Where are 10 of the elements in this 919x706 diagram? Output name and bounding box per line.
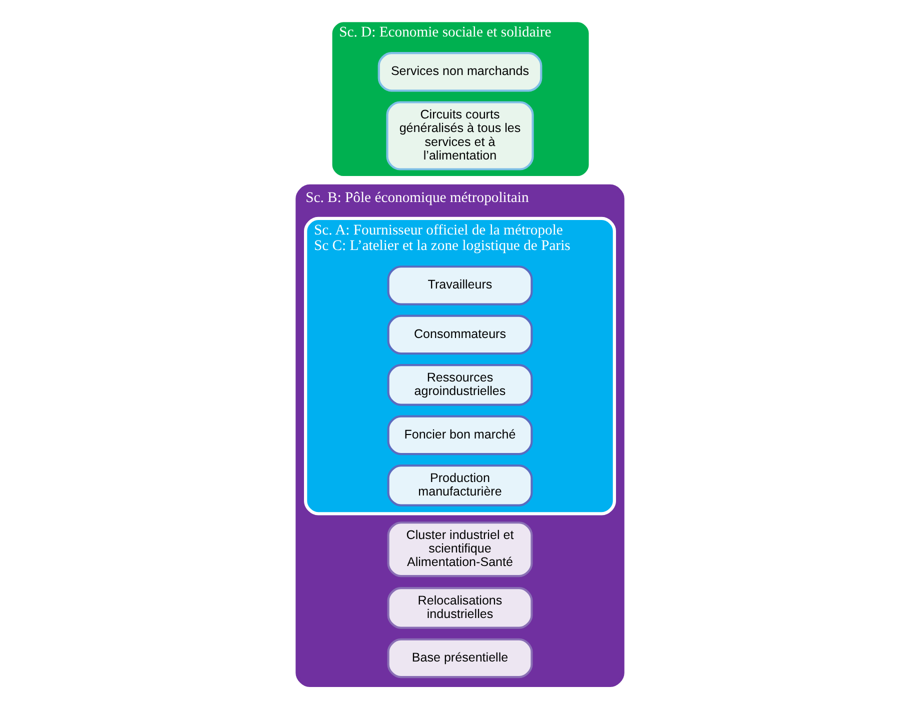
node-box: Travailleurs	[386, 266, 532, 306]
node-box: Consommateurs	[386, 314, 532, 355]
node-box: Base présentielle	[386, 638, 532, 678]
node-box: Relocalisations industrielles	[386, 587, 532, 629]
node-box: Services non marchands	[377, 52, 542, 92]
node-box: Ressources agroindustrielles	[386, 364, 532, 406]
node-box: Foncier bon marché	[386, 415, 532, 456]
node-box: Circuits courts généralisés à tous les services et à l’alimentation	[386, 101, 534, 170]
node-box: Cluster industriel et scientifique Alimentation-Santé	[386, 522, 532, 578]
node-box: Production manufacturière	[386, 464, 532, 506]
